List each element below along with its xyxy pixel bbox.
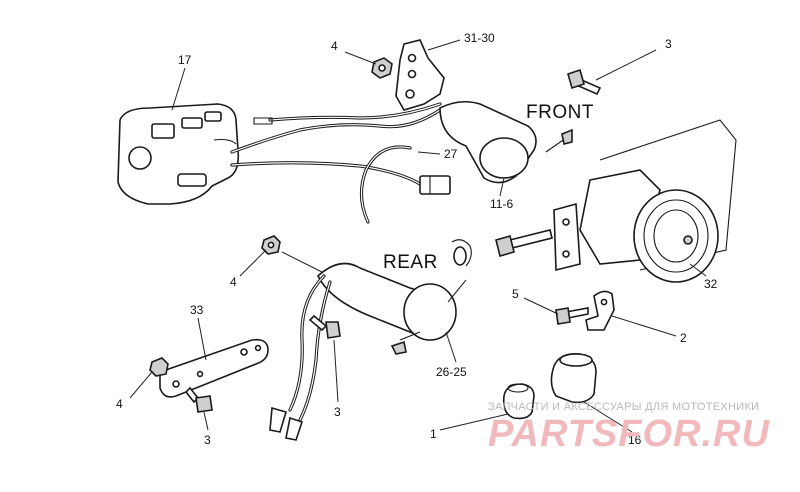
- callout-4-low: 4: [116, 397, 123, 411]
- callout-33: 33: [190, 303, 204, 317]
- bolt-horn-bracket: [495, 229, 553, 257]
- bracket-part-2: [585, 290, 615, 331]
- label-rear: REAR: [383, 252, 438, 273]
- front-bracket-part-31-30: [395, 39, 445, 111]
- callout-16: 16: [628, 433, 642, 447]
- callout-5: 5: [512, 287, 519, 301]
- nut-part-4-low: [149, 357, 169, 377]
- rear-indicator-part-26-25: [317, 262, 457, 355]
- socket-part-1: [502, 383, 535, 420]
- front-indicator-part-11-6: [439, 100, 537, 184]
- cap-part-16: [550, 352, 597, 404]
- screw-front-indicator: [545, 128, 573, 153]
- screw-part-3-mid: [308, 314, 341, 339]
- leader-lines: [129, 39, 707, 433]
- horn-part-32: [553, 119, 737, 283]
- bulb: [451, 239, 472, 267]
- callout-3-low: 3: [204, 433, 211, 447]
- handlebar-switch-part-17: [117, 103, 240, 205]
- callout-27: 27: [444, 147, 458, 161]
- rear-wiring: [269, 274, 332, 441]
- callout-4-top: 4: [331, 39, 338, 53]
- switch-wiring: [230, 102, 442, 186]
- callout-1: 1: [430, 427, 437, 441]
- callout-3-topright: 3: [665, 37, 672, 51]
- screw-part-3-low: [184, 386, 213, 413]
- callout-3-mid: 3: [334, 405, 341, 419]
- callout-32: 32: [704, 277, 718, 291]
- screw-part-5: [555, 307, 589, 325]
- screw-part-3-topright: [567, 68, 602, 96]
- callout-26-25: 26-25: [436, 365, 467, 379]
- callout-17: 17: [178, 53, 192, 67]
- watermark-brand: PARTSFOR.RU: [488, 413, 770, 455]
- label-front: FRONT: [526, 102, 594, 123]
- nut-part-4-top: [371, 57, 393, 79]
- callout-31-30: 31-30: [464, 31, 495, 45]
- connector-block: [419, 175, 451, 195]
- watermark-tagline: ЗАПЧАСТИ И АКСЕССУАРЫ ДЛЯ МОТОТЕХНИКИ: [488, 401, 759, 413]
- nut-part-4-mid: [261, 235, 281, 255]
- plate-part-33: [159, 338, 269, 398]
- callout-4-mid: 4: [230, 275, 237, 289]
- callout-11-6: 11-6: [490, 197, 513, 211]
- callout-2: 2: [680, 331, 687, 345]
- cable-tie-part-27: [359, 145, 412, 224]
